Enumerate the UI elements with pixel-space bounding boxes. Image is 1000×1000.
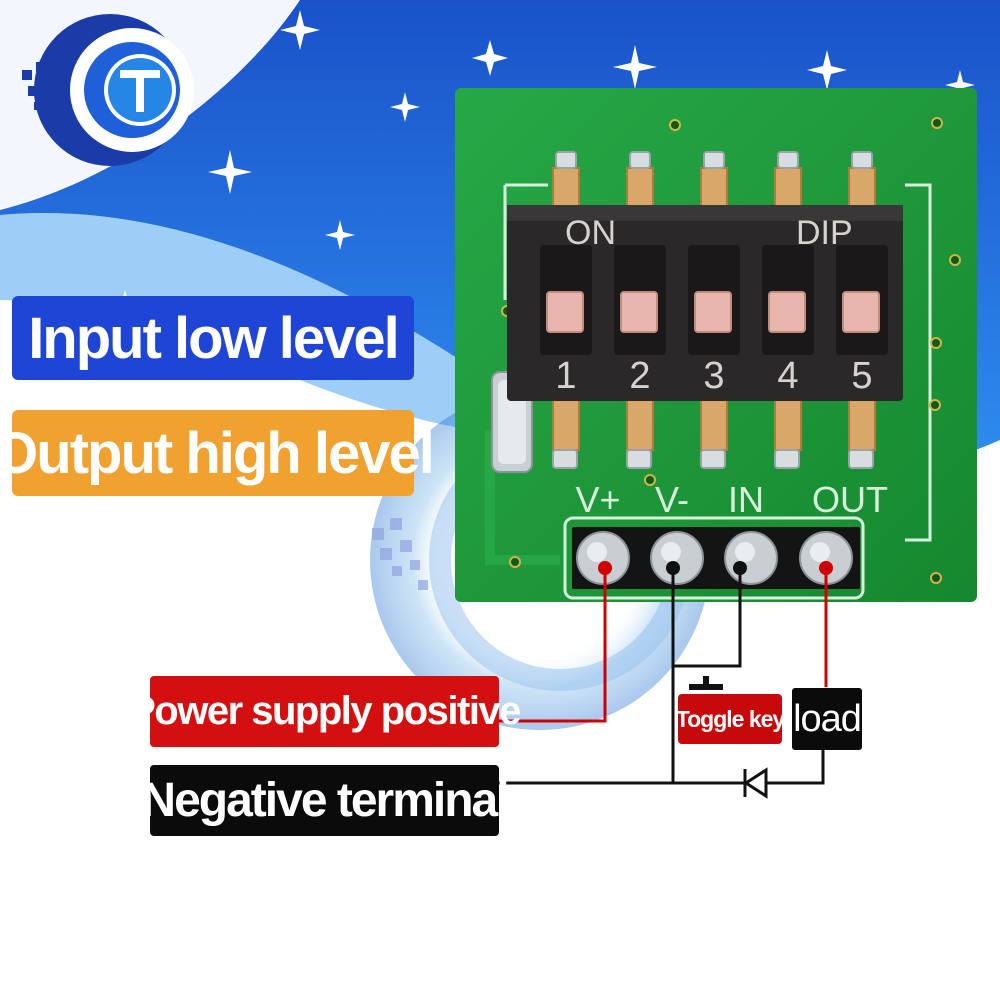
dip-brand-label: DIP	[796, 214, 853, 252]
wire-dots	[598, 561, 833, 575]
output-level-label: Output high level	[0, 410, 435, 496]
header-pins	[572, 527, 860, 589]
pin-label-vplus: V+	[575, 479, 620, 520]
pin-label-out: OUT	[812, 479, 888, 520]
toggle-key-label: Toggle key	[676, 694, 785, 744]
wiring-diagram	[499, 568, 828, 785]
power-supply-label: Power supply positive	[129, 676, 521, 747]
load-label: load	[792, 688, 862, 750]
dip-switch: ON DIP 1 2 3 4 5	[507, 151, 903, 469]
switch-number: 4	[777, 355, 798, 397]
dip-on-label: ON	[565, 214, 616, 252]
switch-number: 5	[851, 355, 872, 397]
negative-terminal-label: Negative terminal	[141, 765, 510, 836]
brand-logo	[22, 14, 194, 166]
input-level-label: Input low level	[12, 296, 414, 380]
diode-icon	[743, 767, 768, 799]
switch-number: 3	[703, 355, 724, 397]
switch-number: 2	[629, 355, 650, 397]
pin-label-in: IN	[728, 479, 764, 520]
switch-number: 1	[555, 355, 576, 397]
pin-label-vminus: V-	[655, 479, 689, 520]
